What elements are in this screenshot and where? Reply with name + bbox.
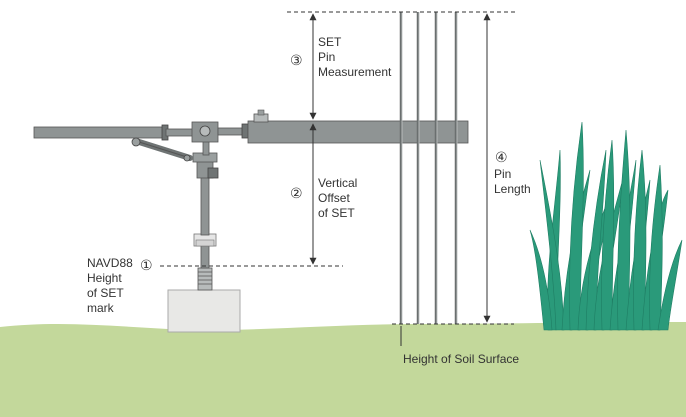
label-pin-length: Pin Length bbox=[494, 167, 531, 196]
set-pins bbox=[399, 12, 458, 324]
soil-ground bbox=[0, 322, 686, 417]
set-horizontal-arm bbox=[247, 109, 469, 144]
label-vertical-offset: Vertical Offset of SET bbox=[318, 176, 361, 220]
label-soil-surface: Height of Soil Surface bbox=[403, 352, 519, 366]
set-hub bbox=[191, 121, 249, 143]
marker-four: ④ bbox=[495, 150, 508, 166]
marsh-grass-illustration bbox=[529, 121, 683, 331]
concrete-base bbox=[167, 289, 241, 333]
label-set-pin-measurement: SET Pin Measurement bbox=[318, 35, 392, 79]
set-benchmark-rod bbox=[192, 134, 219, 291]
set-left-arm bbox=[33, 124, 197, 162]
marker-three: ③ bbox=[290, 53, 303, 69]
marker-one: ① bbox=[140, 258, 153, 274]
label-navd88: NAVD88 Height of SET mark bbox=[87, 256, 136, 315]
marker-two: ② bbox=[290, 186, 303, 202]
